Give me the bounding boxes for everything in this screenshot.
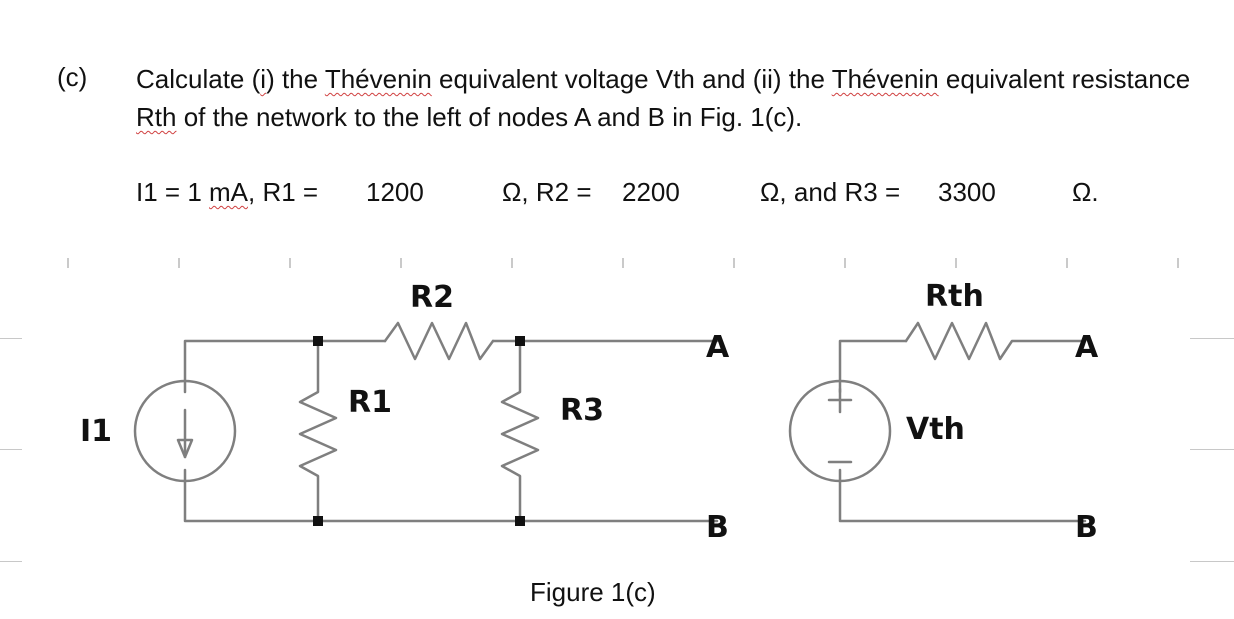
node-a-label: A <box>1075 330 1099 365</box>
r2-label: Ω, R2 = <box>502 177 592 207</box>
spellcheck-word: Thévenin <box>324 64 432 94</box>
r3-label: Ω, and R3 = <box>760 177 901 207</box>
r1-label: , R1 = <box>248 177 319 207</box>
i1-prefix: I1 = 1 <box>136 177 209 207</box>
r2-value: 2200 <box>622 177 680 207</box>
node-marker <box>515 516 525 526</box>
question-label: (c) <box>57 62 88 92</box>
node-marker <box>313 516 323 526</box>
r1-resistor <box>298 339 338 523</box>
vth-voltage-source <box>788 379 892 483</box>
margin-line <box>0 449 22 450</box>
question-text-part: ) the <box>266 64 325 94</box>
wire <box>838 339 908 394</box>
node-a-label: A <box>706 330 730 365</box>
node-marker <box>515 336 525 346</box>
margin-line <box>0 561 22 562</box>
node-b-label: B <box>706 510 729 545</box>
r2-label: R2 <box>410 280 454 315</box>
margin-line <box>1190 338 1234 339</box>
r3-label: R3 <box>560 393 604 428</box>
wire <box>183 339 387 394</box>
question-text: Calculate (i) the Thévenin equivalent vo… <box>136 60 1216 136</box>
r3-value: 3300 <box>938 177 996 207</box>
end-unit: Ω. <box>1072 177 1099 207</box>
margin-line <box>1190 449 1234 450</box>
figure-canvas <box>22 268 1190 619</box>
r3-resistor <box>500 339 540 523</box>
spellcheck-word: Rth <box>136 102 177 132</box>
spellcheck-word: i <box>260 64 267 94</box>
i1-value-text: I1 = 1 mA, R1 = <box>136 174 318 210</box>
i1-label: I1 <box>80 414 112 449</box>
i1-unit: mA <box>209 177 248 207</box>
figure-caption: Figure 1(c) <box>530 577 656 607</box>
spellcheck-word: Thévenin <box>831 64 939 94</box>
wire <box>838 468 1087 523</box>
question-text-part: equivalent voltage Vth and (ii) the <box>431 64 832 94</box>
rth-label: Rth <box>925 279 984 314</box>
r2-resistor <box>383 321 495 361</box>
question-text-part: equivalent resistance <box>938 64 1191 94</box>
r1-value: 1200 <box>366 177 424 207</box>
node-marker <box>313 336 323 346</box>
question-text-part: of the network to the left of nodes A an… <box>176 102 803 132</box>
margin-line <box>0 338 22 339</box>
r1-label: R1 <box>348 385 392 420</box>
rth-resistor <box>904 321 1087 361</box>
node-b-label: B <box>1075 510 1098 545</box>
wire <box>183 468 719 523</box>
vth-label: Vth <box>906 412 965 447</box>
margin-line <box>1190 561 1234 562</box>
question-text-part: Calculate ( <box>136 64 261 94</box>
i1-current-source <box>133 379 237 483</box>
